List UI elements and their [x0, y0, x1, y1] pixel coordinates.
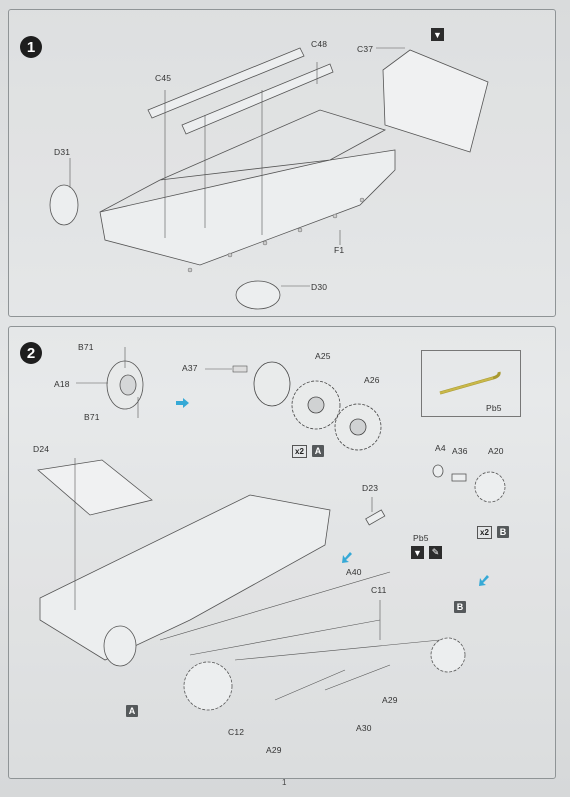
label-d23: D23 — [362, 483, 379, 493]
badge-b-top: B — [497, 526, 509, 538]
badge-a-top: A — [312, 445, 324, 457]
label-a4: A4 — [435, 443, 446, 453]
part-a20-wheel — [474, 471, 506, 503]
label-pb5-inset: Pb5 — [486, 403, 502, 413]
part-d24-plate — [37, 459, 153, 516]
label-c12: C12 — [228, 727, 245, 737]
arrow-down-left-icon — [342, 552, 352, 563]
arrow-right-icon — [176, 398, 189, 408]
part-d30-wheel — [235, 280, 281, 310]
label-b71-top: B71 — [78, 342, 94, 352]
part-c37-plate — [382, 49, 489, 153]
label-a18: A18 — [54, 379, 70, 389]
cement-brush-icon: ✎ — [429, 546, 442, 559]
part-d31-wheel — [49, 184, 79, 226]
label-c11: C11 — [371, 585, 387, 595]
label-a29-bottom: A29 — [266, 745, 282, 755]
lower-hull-part — [39, 494, 331, 661]
glue-icon: ▼ — [431, 28, 444, 41]
arrow-down-left-icon-2 — [479, 575, 489, 586]
multiplier-x2-b: x2 — [477, 526, 492, 539]
label-a26: A26 — [364, 375, 380, 385]
label-c48: C48 — [311, 39, 328, 49]
label-pb5: Pb5 — [413, 533, 429, 543]
label-a29-right: A29 — [382, 695, 398, 705]
part-c48-rail — [181, 63, 334, 135]
label-d30: D30 — [311, 282, 328, 292]
part-c45-rail — [147, 47, 305, 119]
label-b71-bottom: B71 — [84, 412, 100, 422]
hull-side-part — [99, 149, 396, 266]
step-2-number: 2 — [20, 342, 42, 364]
label-a36: A36 — [452, 446, 468, 456]
badge-b-bottom: B — [454, 601, 466, 613]
part-pb5-brass — [439, 377, 494, 394]
pb5-detail-inset — [421, 350, 521, 417]
multiplier-x2-a: x2 — [292, 445, 307, 458]
label-a25: A25 — [315, 351, 331, 361]
glue-icon-step2: ▼ — [411, 546, 424, 559]
part-b-sprocket — [430, 637, 466, 673]
badge-a-bottom: A — [126, 705, 138, 717]
label-f1: F1 — [334, 245, 345, 255]
step-1-number: 1 — [20, 36, 42, 58]
label-d31: D31 — [54, 147, 71, 157]
label-a30: A30 — [356, 723, 372, 733]
label-a37: A37 — [182, 363, 198, 373]
label-d24: D24 — [33, 444, 50, 454]
label-c37: C37 — [357, 44, 374, 54]
label-a40: A40 — [346, 567, 362, 577]
label-c45: C45 — [155, 73, 172, 83]
label-a20: A20 — [488, 446, 504, 456]
page-number: 1 — [282, 778, 287, 787]
